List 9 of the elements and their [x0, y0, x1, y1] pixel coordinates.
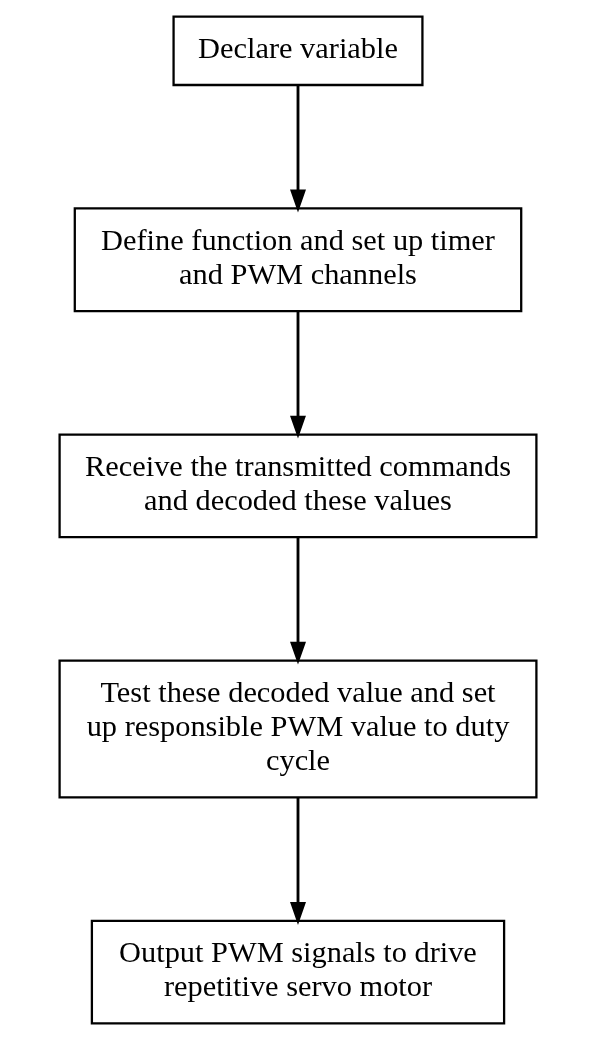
node-box: Test these decoded value and set up responsible PWM value to duty cycle	[57, 659, 538, 799]
node-box: Output PWM signals to drive repetitive servo motor	[90, 919, 505, 1025]
arrow	[289, 537, 306, 665]
arrow	[289, 311, 306, 439]
node-box: Declare variable	[171, 15, 424, 87]
arrow	[289, 797, 306, 925]
node-box: Receive the transmitted commands and decoded these values	[57, 433, 538, 539]
node-box: Define function and set up timer and PWM channels	[73, 207, 522, 313]
arrow	[289, 85, 306, 213]
